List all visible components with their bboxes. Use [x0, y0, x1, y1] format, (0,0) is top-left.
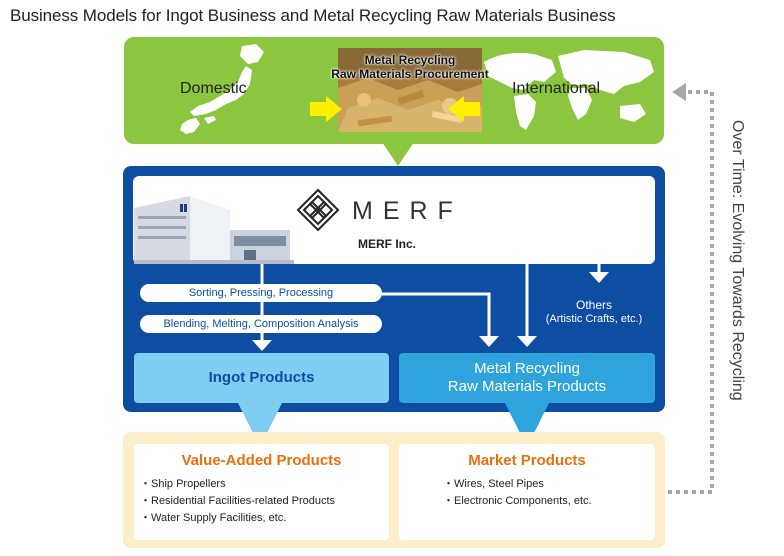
market-products-card: Market Products ・Wires, Steel Pipes ・Ele…: [399, 444, 655, 540]
flow-connectors: [252, 264, 609, 351]
others-label: Others (Artistic Crafts, etc.): [524, 298, 664, 326]
value-added-item: ・Water Supply Facilities, etc.: [140, 512, 287, 524]
metal-products-line2: Raw Materials Products: [447, 378, 607, 395]
process-step-blending: Blending, Melting, Composition Analysis: [140, 315, 382, 333]
world-map-icon: [484, 50, 654, 130]
market-products-title: Market Products: [468, 452, 586, 469]
market-products-list: ・Wires, Steel Pipes ・Electronic Componen…: [443, 476, 655, 510]
metal-products-line1: Metal Recycling: [474, 360, 580, 377]
domestic-label: Domestic: [180, 80, 247, 97]
inflow-arrow-left: [310, 96, 342, 122]
merf-logo-icon: [296, 188, 340, 232]
procurement-label-line2: Raw Materials Procurement: [331, 67, 489, 81]
market-item: ・Electronic Components, etc.: [443, 495, 592, 507]
procurement-down-arrow: [382, 142, 414, 166]
feedback-loop-dotted-arrow: [668, 83, 714, 494]
market-item: ・Wires, Steel Pipes: [443, 478, 544, 490]
side-note-vertical: Over Time: Evolving Towards Recycling: [729, 120, 746, 401]
company-name: MERF Inc.: [358, 237, 417, 251]
factory-building-illustration: [134, 196, 294, 264]
value-added-item: ・Residential Facilities-related Products: [140, 495, 336, 507]
metal-recycling-products-box: Metal Recycling Raw Materials Products: [399, 353, 655, 403]
value-added-item: ・Ship Propellers: [140, 478, 226, 490]
value-added-card: Value-Added Products ・Ship Propellers ・R…: [134, 444, 389, 540]
ingot-products-box: Ingot Products: [134, 353, 389, 403]
procurement-label: Metal Recycling Raw Materials Procuremen…: [300, 53, 520, 81]
value-added-list: ・Ship Propellers ・Residential Facilities…: [140, 476, 389, 527]
merf-logo-text: MERF: [352, 197, 463, 225]
inflow-arrow-right: [448, 96, 480, 122]
process-step-sorting: Sorting, Pressing, Processing: [140, 284, 382, 302]
scrap-metal-photo: [338, 48, 482, 132]
procurement-label-line1: Metal Recycling: [364, 53, 456, 67]
value-added-title: Value-Added Products: [181, 452, 342, 469]
others-subtitle: (Artistic Crafts, etc.): [545, 313, 643, 325]
others-title: Others: [575, 298, 612, 312]
japan-map-icon: [180, 44, 264, 134]
international-label: International: [512, 80, 601, 97]
diagram-title: Business Models for Ingot Business and M…: [10, 6, 616, 25]
